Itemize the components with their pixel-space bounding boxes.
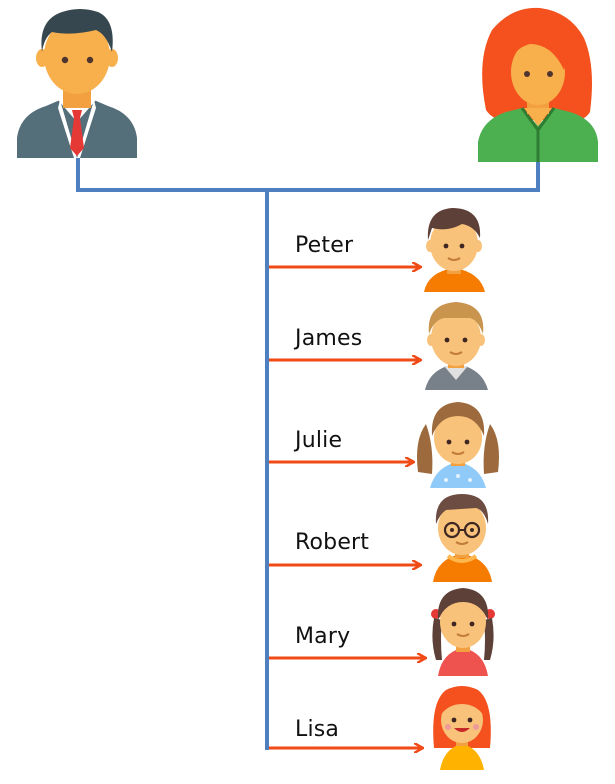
child-name-mary: Mary [295,624,351,649]
boy-brown-hair-icon [424,208,485,292]
child-name-lisa: Lisa [295,717,340,742]
girl-red-hair-icon [433,686,491,770]
girl-pigtails-icon [417,402,499,488]
man-in-suit-icon [17,9,137,158]
boy-glasses-icon [433,494,492,582]
girl-braids-icon [431,588,495,676]
child-name-peter: Peter [295,233,354,258]
child-name-james: James [295,326,363,351]
child-arrows [269,267,425,748]
child-name-robert: Robert [295,530,370,555]
boy-blonde-hair-icon [425,302,488,390]
child-name-julie: Julie [295,428,343,453]
parent-connector [76,158,540,750]
woman-red-hair-icon [478,7,598,162]
